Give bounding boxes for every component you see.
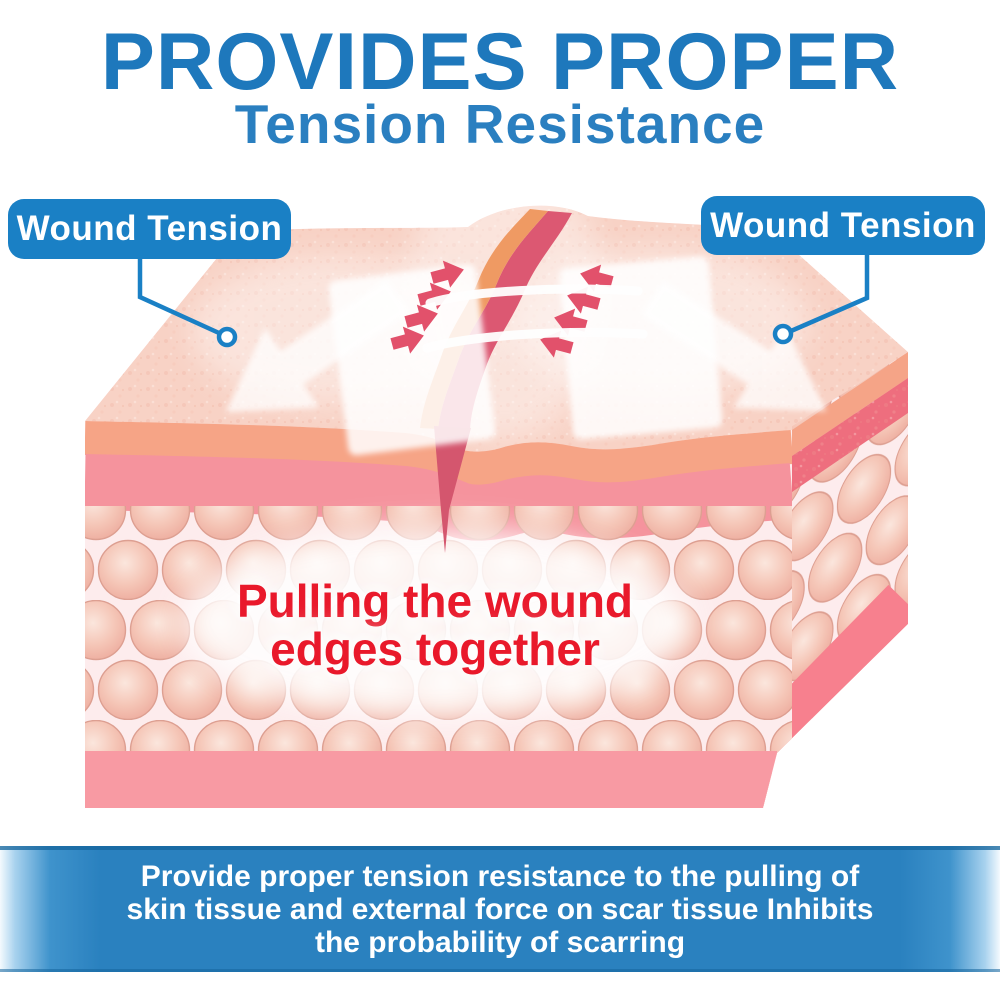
callout-label-left: Wound Tension bbox=[16, 209, 283, 248]
annotation-pulling-wound: Pulling the wound edges together bbox=[150, 577, 720, 674]
red-arrow-left-icon bbox=[580, 264, 614, 292]
suture-strips bbox=[422, 284, 648, 353]
annotation-glow bbox=[180, 527, 690, 717]
footer-line-2: skin tissue and external force on scar t… bbox=[126, 893, 874, 926]
callout-pointers bbox=[137, 254, 870, 348]
callout-wound-tension-left: Wound Tension bbox=[8, 199, 291, 259]
footer-line-3: the probability of scarring bbox=[314, 926, 686, 959]
annotation-line-1: Pulling the wound bbox=[236, 575, 634, 627]
red-arrow-right-icon bbox=[404, 304, 438, 332]
leader-line-left bbox=[137, 259, 220, 336]
callout-label-right: Wound Tension bbox=[710, 205, 976, 245]
suture-strip bbox=[425, 284, 643, 308]
callout-wound-tension-right: Wound Tension bbox=[701, 196, 985, 255]
leader-dot-right bbox=[772, 323, 794, 345]
page-subtitle: Tension Resistance bbox=[234, 93, 766, 155]
red-arrow-right-icon bbox=[430, 260, 464, 288]
epidermis-band bbox=[85, 421, 794, 486]
skin-block bbox=[85, 205, 908, 809]
tension-arrows bbox=[225, 279, 827, 413]
footer-banner: Provide proper tension resistance to the… bbox=[0, 846, 1000, 972]
wound-front-crack bbox=[434, 426, 471, 553]
page-title: PROVIDES PROPER bbox=[100, 17, 900, 107]
bottom-band bbox=[85, 751, 777, 808]
side-epidermis-band bbox=[792, 352, 908, 456]
suture-strip bbox=[422, 327, 648, 353]
annotation-line-2: edges together bbox=[270, 623, 600, 676]
leader-dot-left bbox=[216, 326, 238, 348]
red-arrow-right-icon bbox=[390, 326, 424, 354]
big-arrow-left-icon bbox=[225, 279, 410, 413]
big-arrow-right-icon bbox=[641, 281, 827, 412]
footer-line-1: Provide proper tension resistance to the… bbox=[140, 860, 860, 893]
leader-line-right bbox=[790, 254, 870, 334]
